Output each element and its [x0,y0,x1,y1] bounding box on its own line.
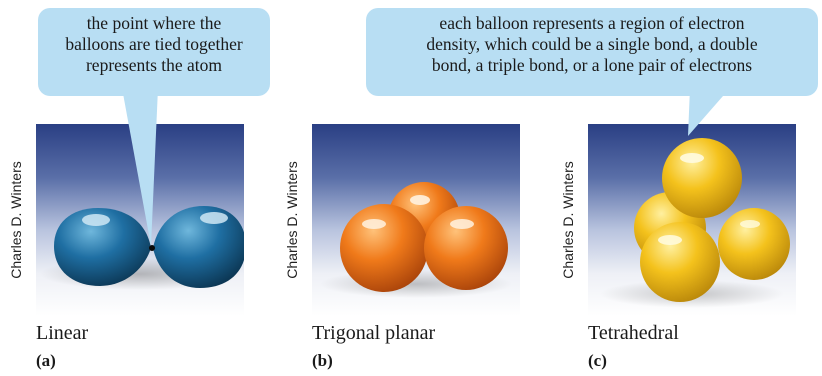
panel-letter-a: (a) [36,351,56,370]
callout-balloon-line: density, which could be a single bond, a… [426,34,758,54]
callout-balloon-line: each balloon represents a region of elec… [439,13,745,33]
photo-tetrahedral [588,124,796,316]
panel-letter-c: (c) [588,351,607,370]
callout-pointer-balloon [688,88,730,136]
callout-balloon-line: bond, a triple bond, or a lone pair of e… [431,55,753,75]
linear-balloons-illustration [40,206,244,290]
caption-trigonal-planar: Trigonal planar [312,322,436,344]
photo-trigonal-planar [312,124,520,316]
blue-balloon-right [153,206,244,288]
callout-pointer-atom [122,88,158,246]
atom-knot [149,245,155,251]
tetrahedral-balloons-illustration [600,138,790,308]
callout-atom-line: the point where the [86,13,222,33]
caption-linear: Linear [36,322,89,344]
callout-atom: the point where the balloons are tied to… [38,8,270,96]
orange-balloon-left [340,204,428,292]
blue-balloon-left [54,208,151,286]
callout-atom-line: balloons are tied together [65,34,243,54]
trigonal-balloons-illustration [320,182,512,298]
callout-atom-line: represents the atom [85,55,223,75]
yellow-balloon-right [718,208,790,280]
caption-tetrahedral: Tetrahedral [588,322,679,344]
orange-balloon-right [424,206,508,290]
callout-balloon: each balloon represents a region of elec… [366,8,818,96]
panel-letter-b: (b) [312,351,333,370]
